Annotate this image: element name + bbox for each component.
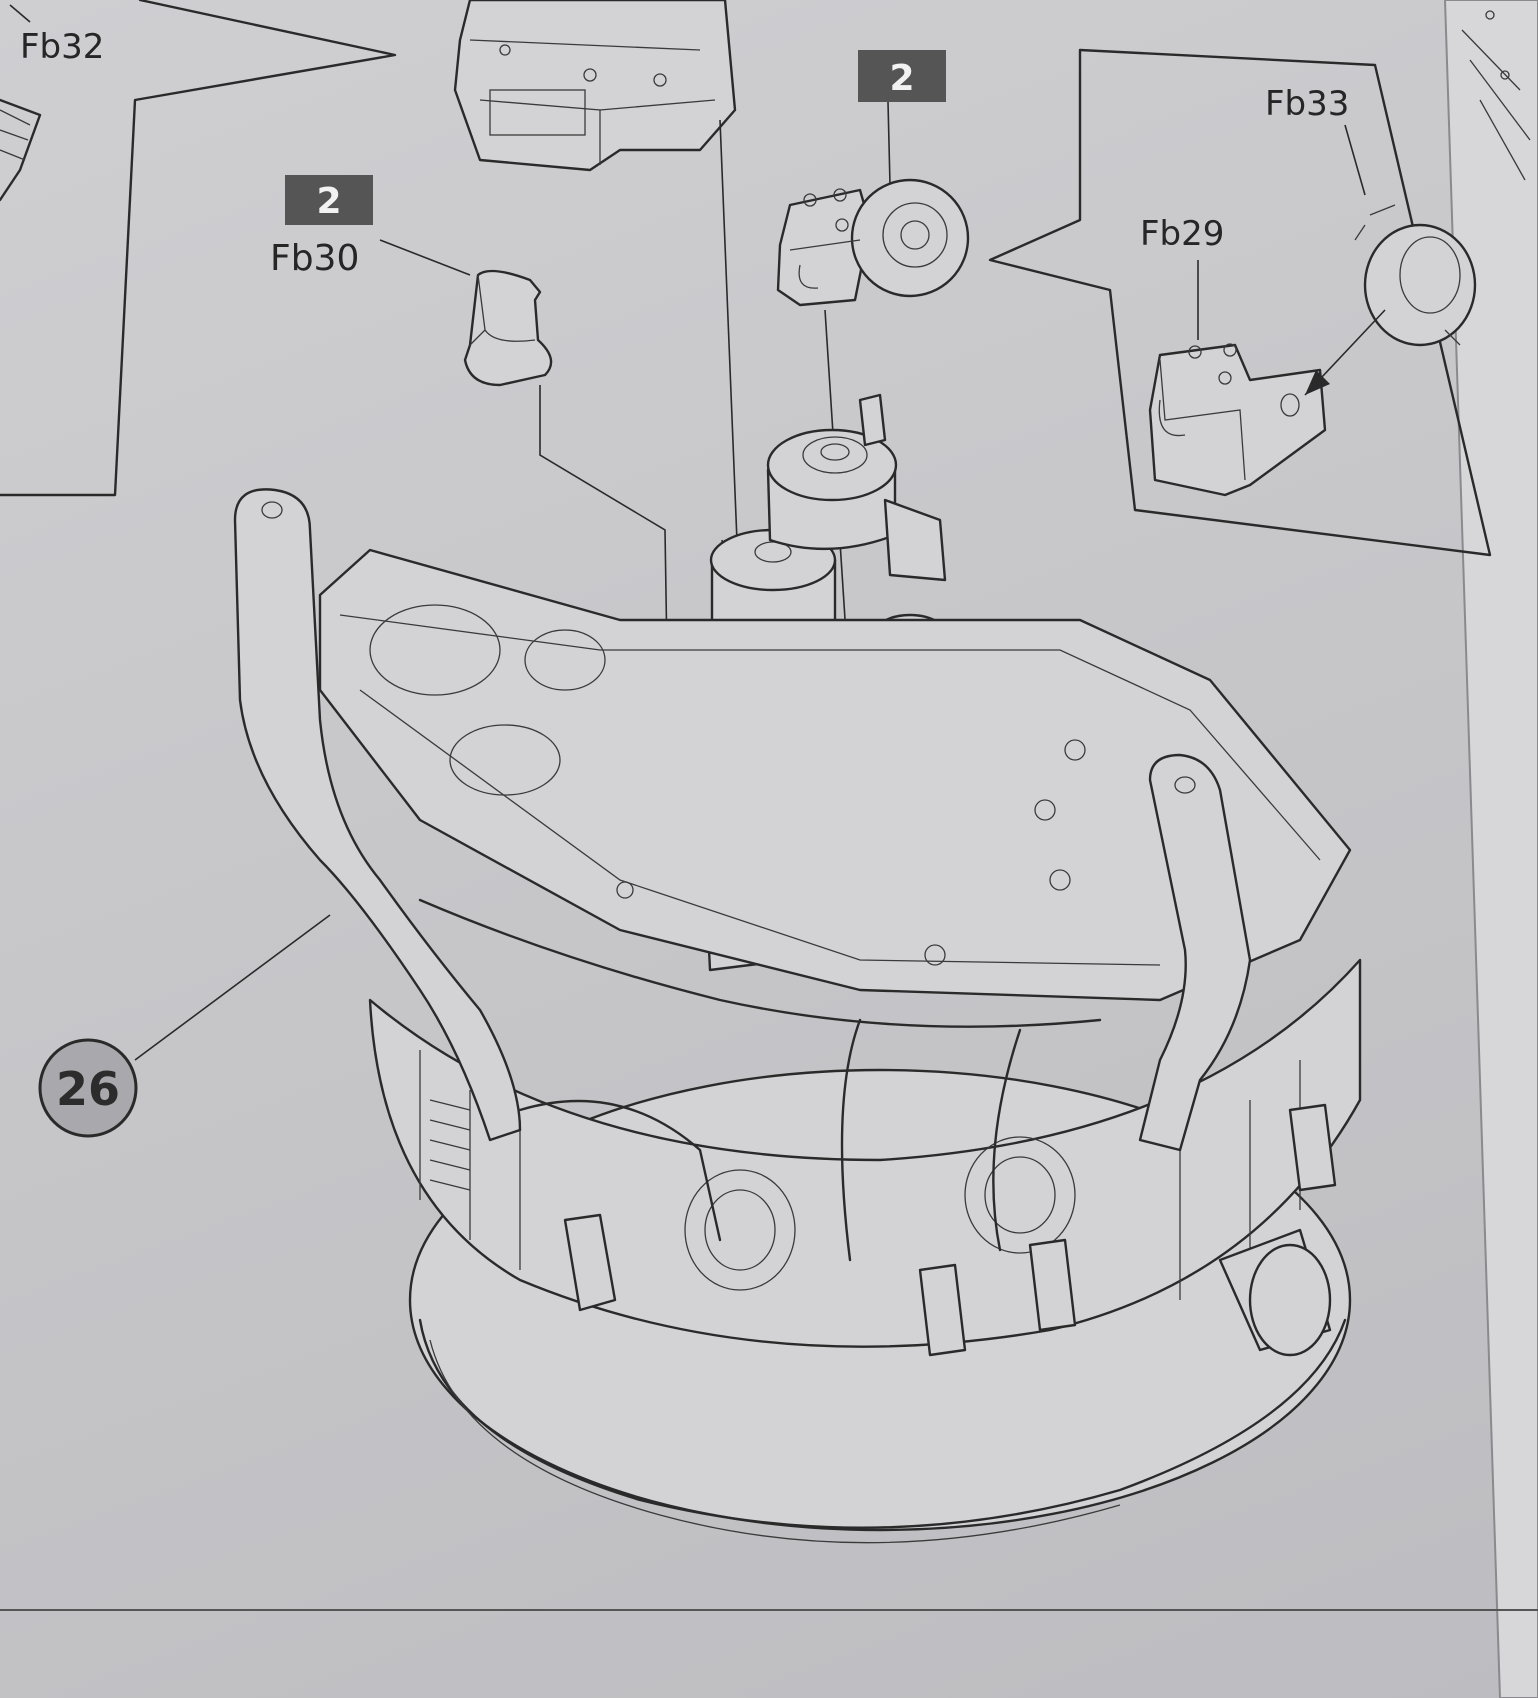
qty-badge-fb30 bbox=[285, 175, 373, 225]
qty-fb30: 2 bbox=[316, 181, 341, 222]
qty-top: 2 bbox=[889, 58, 914, 99]
label-fb30: Fb30 bbox=[270, 238, 359, 279]
part-fb33 bbox=[1354, 204, 1477, 347]
label-fb29: Fb29 bbox=[1140, 214, 1224, 254]
next-page-edge bbox=[1443, 0, 1538, 1698]
part-fb30 bbox=[463, 269, 553, 387]
part-fb29 bbox=[1148, 343, 1327, 497]
callout-fb32 bbox=[0, 0, 397, 497]
label-fb33: Fb33 bbox=[1265, 84, 1349, 124]
qty-badge-top bbox=[858, 50, 946, 102]
step-badge bbox=[38, 1038, 138, 1138]
step-number: 26 bbox=[56, 1062, 120, 1116]
label-fb32: Fb32 bbox=[20, 27, 104, 67]
part-magneto-assembly bbox=[776, 178, 970, 307]
engine-assembly bbox=[233, 393, 1362, 1544]
step-leader bbox=[134, 914, 331, 1061]
